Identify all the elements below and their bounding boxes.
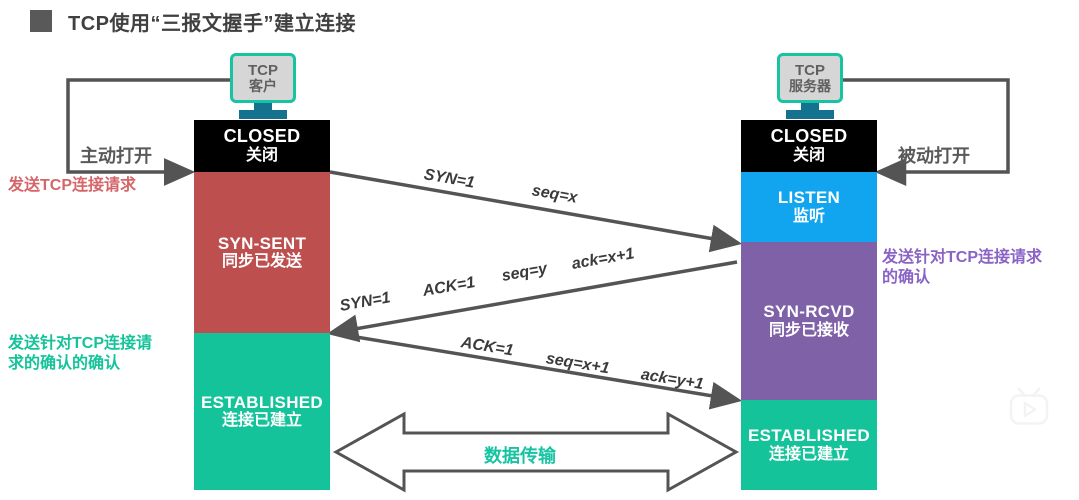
tcp-client-node: TCP 客户 xyxy=(230,53,296,103)
server-stand-icon xyxy=(801,103,819,113)
server-state-established-cn: 连接已建立 xyxy=(768,445,849,463)
server-base-icon xyxy=(786,110,834,119)
segment-syn-label-syn: SYN=1 xyxy=(422,166,476,192)
server-state-syn-rcvd-en: SYN-RCVD xyxy=(763,302,855,322)
server-state-closed-en: CLOSED xyxy=(770,126,848,147)
page-title: TCP使用“三报文握手”建立连接 xyxy=(68,12,356,35)
segment-ack-label-acky: ack=y+1 xyxy=(639,366,705,394)
client-state-established: ESTABLISHED 连接已建立 xyxy=(194,333,330,490)
tcp-client-label-line1: TCP xyxy=(248,61,278,79)
server-state-established: ESTABLISHED 连接已建立 xyxy=(741,400,877,490)
annotation-send-tcp-request-line1: 发送TCP连接请求 xyxy=(8,177,137,194)
segment-syn-ack-label-ack: ACK=1 xyxy=(421,274,477,300)
segment-ack-label-seq: seq=x+1 xyxy=(544,350,611,378)
server-state-syn-rcvd-cn: 同步已接收 xyxy=(768,321,849,339)
tcp-client-label-line2: 客户 xyxy=(249,77,277,94)
annotation-send-ack-of-request: 发送针对TCP连接请求 的确认 xyxy=(882,248,1042,288)
passive-open-label: 被动打开 xyxy=(898,146,970,166)
segment-ack-label-ack: ACK=1 xyxy=(459,334,515,360)
segment-syn-ack-label-seq: seq=y xyxy=(500,260,549,285)
square-bullet-icon xyxy=(30,10,52,32)
tcp-server-node: TCP 服务器 xyxy=(777,53,843,103)
annotation-send-ack-of-ack-line1: 发送针对TCP连接请 xyxy=(8,335,153,352)
bilibili-logo-icon xyxy=(1009,387,1049,425)
server-state-closed-cn: 关闭 xyxy=(792,147,825,165)
client-state-syn-sent: SYN-SENT 同步已发送 xyxy=(194,172,330,333)
client-state-established-en: ESTABLISHED xyxy=(201,392,323,412)
server-state-closed: CLOSED 关闭 xyxy=(741,120,877,172)
server-state-listen-cn: 监听 xyxy=(792,207,825,225)
tcp-server-label-line1: TCP xyxy=(795,61,825,79)
server-state-listen-en: LISTEN xyxy=(777,188,841,208)
client-state-established-cn: 连接已建立 xyxy=(221,412,302,430)
data-transfer-label: 数据传输 xyxy=(484,446,556,466)
tcp-server-label-line2: 服务器 xyxy=(789,77,831,94)
client-stand-icon xyxy=(254,103,272,113)
client-base-icon xyxy=(239,110,287,119)
annotation-send-ack-of-ack: 发送针对TCP连接请 求的确认的确认 xyxy=(8,334,152,374)
client-state-closed-cn: 关闭 xyxy=(245,147,278,165)
client-state-syn-sent-cn: 同步已发送 xyxy=(221,253,302,271)
client-state-closed: CLOSED 关闭 xyxy=(194,120,330,172)
client-state-closed-en: CLOSED xyxy=(223,126,301,147)
annotation-send-tcp-request: 发送TCP连接请求 xyxy=(8,176,136,196)
server-state-listen: LISTEN 监听 xyxy=(741,172,877,242)
annotation-send-ack-of-request-line1: 发送针对TCP连接请求 xyxy=(882,249,1043,266)
page-header: TCP使用“三报文握手”建立连接 xyxy=(0,0,1079,42)
annotation-send-ack-of-ack-line2: 求的确认的确认 xyxy=(8,355,121,372)
segment-syn-label-seq: seq=x xyxy=(530,182,579,207)
active-open-label: 主动打开 xyxy=(80,146,152,166)
segment-syn-ack-label-ackx: ack=x+1 xyxy=(570,245,636,273)
server-state-established-en: ESTABLISHED xyxy=(748,426,870,446)
client-state-syn-sent-en: SYN-SENT xyxy=(217,233,307,253)
annotation-send-ack-of-request-line2: 的确认 xyxy=(882,269,931,286)
server-state-syn-rcvd: SYN-RCVD 同步已接收 xyxy=(741,242,877,400)
segment-syn-ack-label-syn: SYN=1 xyxy=(338,289,392,315)
